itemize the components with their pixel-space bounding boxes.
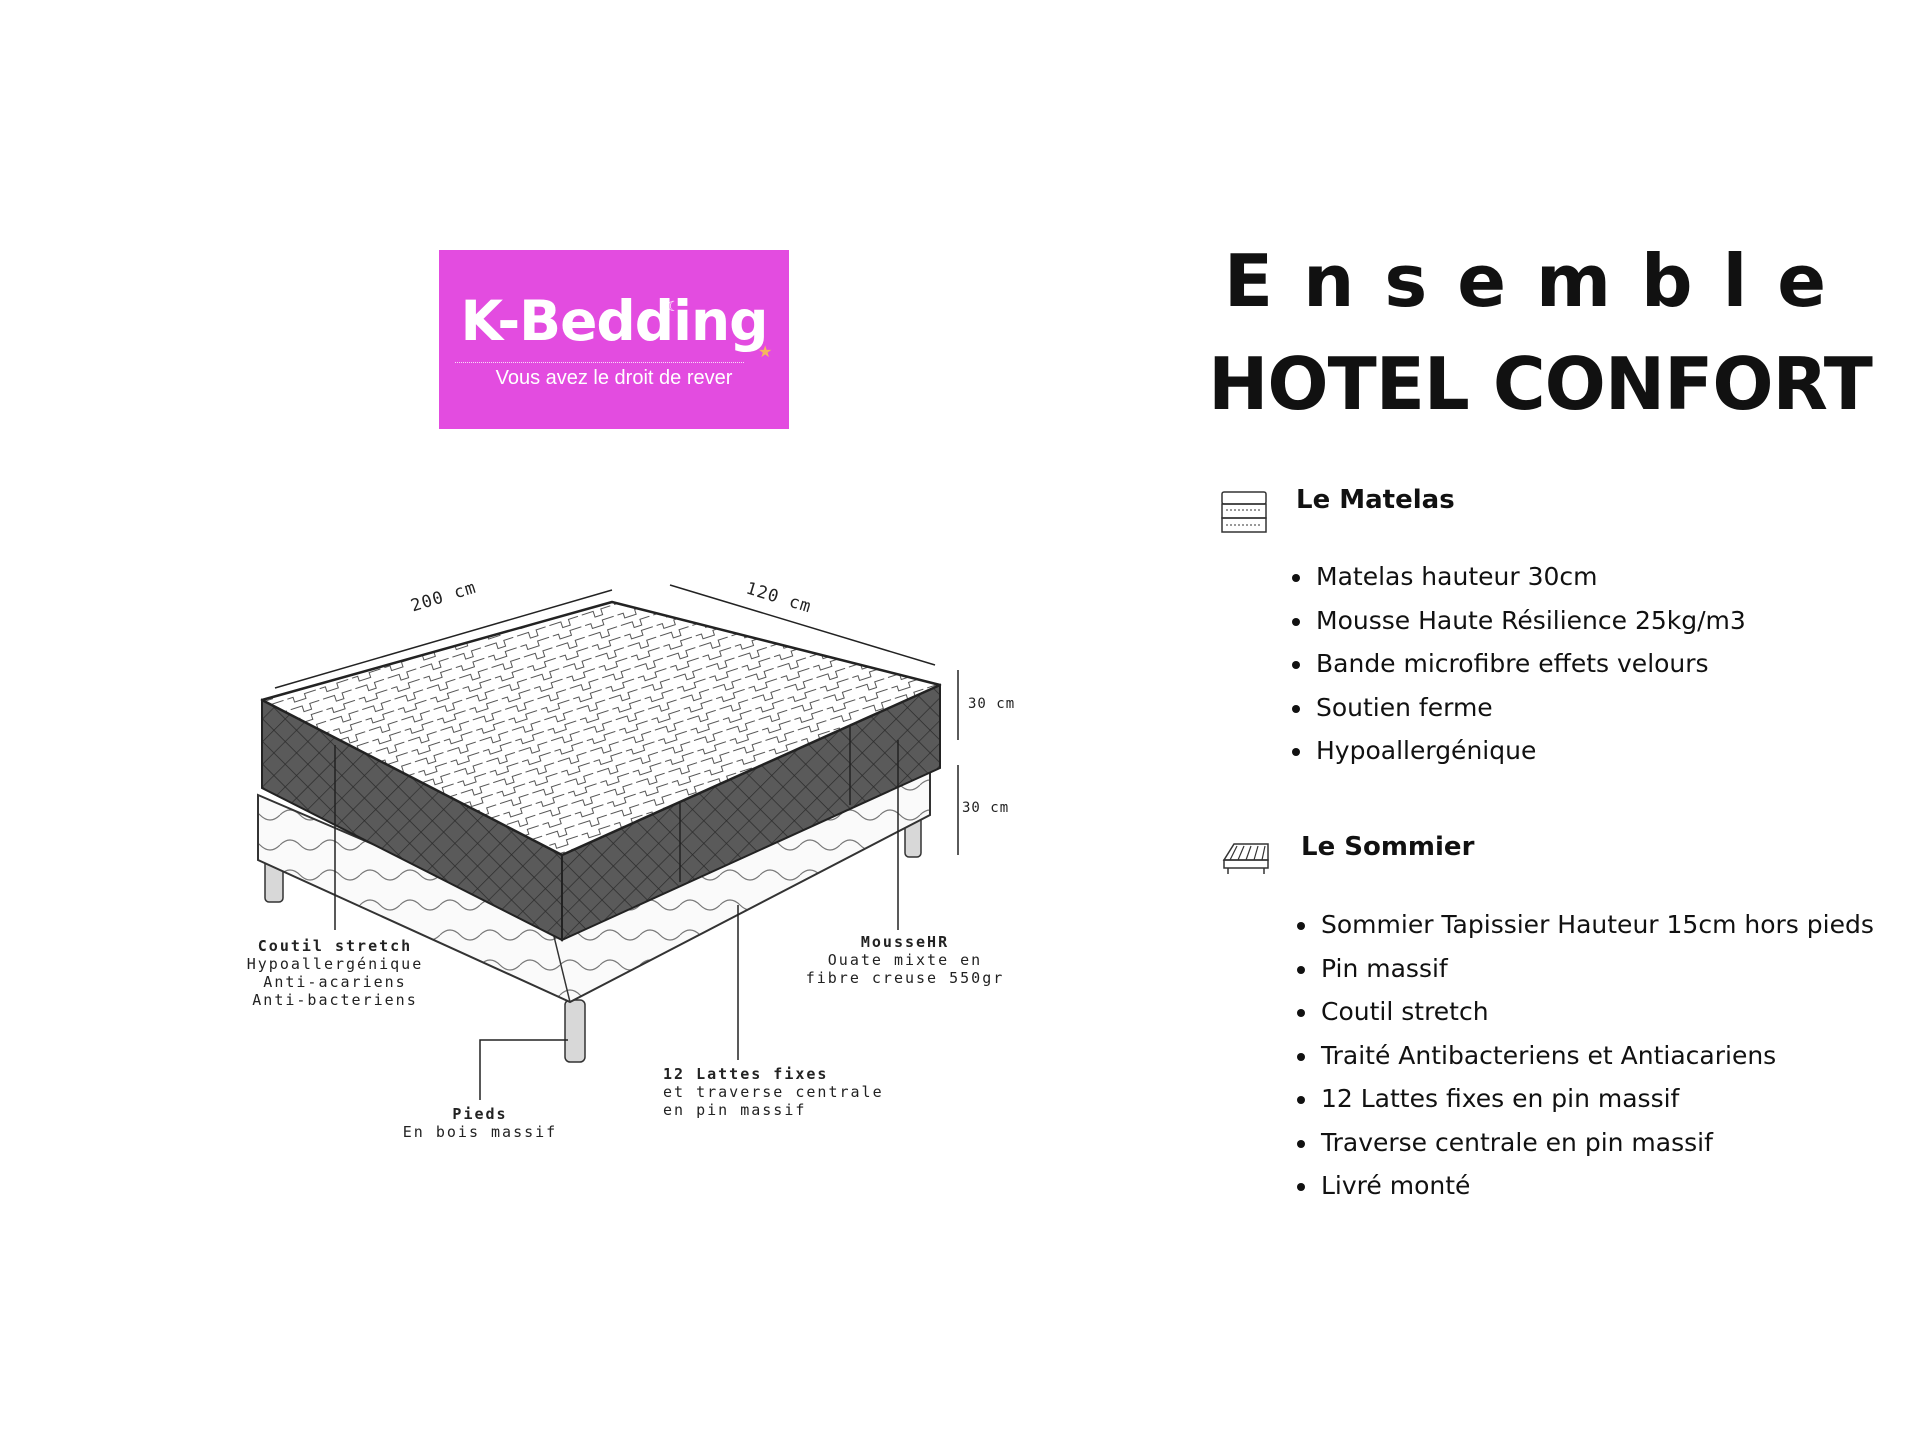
list-item: Traverse centrale en pin massif	[1297, 1121, 1874, 1165]
callout-coutil-line-2: Anti-acariens	[263, 973, 407, 991]
moon-icon: ☾	[667, 298, 680, 314]
callout-coutil: Coutil stretch Hypoallergénique Anti-aca…	[220, 937, 450, 1009]
logo-name: K-Bedding	[460, 289, 768, 353]
list-item: Sommier Tapissier Hauteur 15cm hors pied…	[1297, 903, 1874, 947]
bed-diagram: 200 cm 120 cm 30 cm 30 cm Coutil stretch…	[240, 560, 1060, 1180]
list-item: Bande microfibre effets velours	[1292, 642, 1746, 686]
list-item: Matelas hauteur 30cm	[1292, 555, 1746, 599]
section-heading-matelas: Le Matelas	[1296, 485, 1455, 515]
section-heading-sommier: Le Sommier	[1301, 832, 1475, 862]
list-item: 12 Lattes fixes en pin massif	[1297, 1077, 1874, 1121]
logo-divider	[455, 362, 744, 363]
list-item: Traité Antibacteriens et Antiacariens	[1297, 1034, 1874, 1078]
list-item: Soutien ferme	[1292, 686, 1746, 730]
page-title-line-2: HOTEL CONFORT	[1208, 342, 1873, 426]
callout-mousse-line-2: fibre creuse 550gr	[805, 969, 1005, 987]
list-item: Livré monté	[1297, 1164, 1874, 1208]
callout-mousse: MousseHR Ouate mixte en fibre creuse 550…	[795, 933, 1015, 987]
brand-logo: K-Bedding ☾ ★ Vous avez le droit de reve…	[439, 250, 789, 429]
callout-coutil-line-3: Anti-bacteriens	[252, 991, 418, 1009]
callout-pieds: Pieds En bois massif	[390, 1105, 570, 1141]
bed-base-icon	[1222, 843, 1269, 874]
list-item: Pin massif	[1297, 947, 1874, 991]
list-item: Coutil stretch	[1297, 990, 1874, 1034]
dim-mattress-height: 30 cm	[968, 696, 1016, 712]
callout-lattes: 12 Lattes fixes et traverse centrale en …	[663, 1065, 884, 1119]
logo-tagline: Vous avez le droit de rever	[495, 367, 733, 389]
dim-base-height: 30 cm	[962, 800, 1010, 816]
mattress-icon	[1221, 491, 1267, 533]
callout-mousse-title: MousseHR	[860, 933, 950, 951]
callout-pieds-title: Pieds	[452, 1105, 508, 1123]
callout-mousse-line-1: Ouate mixte en	[827, 951, 983, 969]
list-item: Mousse Haute Résilience 25kg/m3	[1292, 599, 1746, 643]
matelas-feature-list: Matelas hauteur 30cm Mousse Haute Résili…	[1292, 555, 1746, 773]
bed-illustration	[257, 584, 959, 1100]
callout-lattes-title: 12 Lattes fixes	[663, 1065, 829, 1083]
callout-lattes-line-2: en pin massif	[663, 1101, 807, 1119]
page-title-line-1: Ensemble	[1223, 239, 1857, 323]
callout-lattes-line-1: et traverse centrale	[663, 1083, 884, 1101]
callout-pieds-line-1: En bois massif	[402, 1123, 558, 1141]
callout-coutil-title: Coutil stretch	[257, 937, 413, 955]
star-icon: ★	[758, 344, 773, 361]
list-item: Hypoallergénique	[1292, 729, 1746, 773]
sommier-feature-list: Sommier Tapissier Hauteur 15cm hors pied…	[1297, 903, 1874, 1208]
callout-coutil-line-1: Hypoallergénique	[246, 955, 424, 973]
